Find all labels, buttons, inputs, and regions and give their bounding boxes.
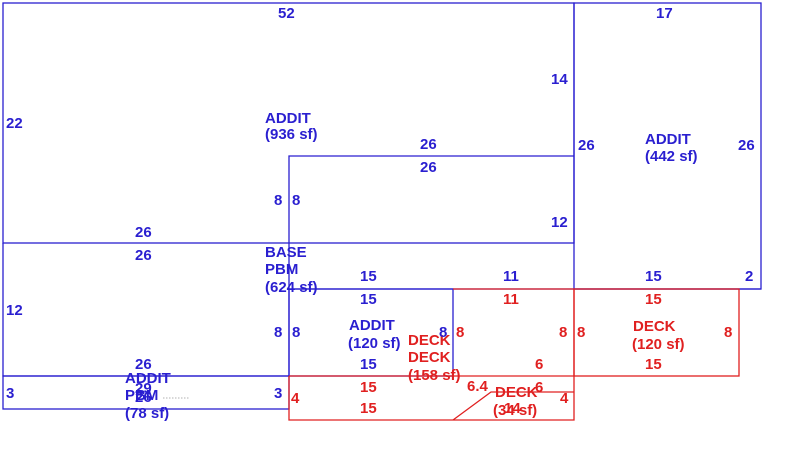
dim-deck-6b: 6 (535, 379, 543, 396)
addit-bottom-name-1: ADDIT (125, 370, 171, 387)
addit-bottom-area: (78 sf) (125, 405, 169, 422)
base-name-2: PBM (265, 261, 298, 278)
deck-right-name: DECK (633, 318, 676, 335)
dim-deck-11: 11 (503, 291, 519, 308)
base-name-1: BASE (265, 244, 307, 261)
deck-labels: DECK DECK (158 sf) DECK (120 sf) DECK (3… (408, 318, 685, 419)
dim-small-8b: 8 (292, 324, 300, 341)
inner-step-outline (288, 155, 574, 243)
dim-top-17: 17 (656, 5, 673, 22)
deck-158-area: (158 sf) (408, 367, 461, 384)
dim-deck-15b: 15 (645, 356, 662, 373)
area-labels: ADDIT (936 sf) ADDIT (442 sf) BASE PBM (… (125, 110, 698, 422)
dim-deck-15a: 15 (645, 291, 662, 308)
dim-small-8c: 8 (439, 324, 447, 341)
deck-34-name: DECK (495, 384, 538, 401)
dim-step-8b: 8 (292, 192, 300, 209)
dim-deck-8b: 8 (559, 324, 567, 341)
dim-deck-8a: 8 (456, 324, 464, 341)
dim-right-15: 15 (645, 268, 662, 285)
addit-small-area: (120 sf) (348, 335, 401, 352)
deck-outlines (288, 288, 740, 421)
dim-small-15b: 15 (360, 291, 377, 308)
dim-small-8a: 8 (274, 324, 282, 341)
addit-right-area: (442 sf) (645, 148, 698, 165)
addit-small-name: ADDIT (349, 317, 395, 334)
dim-right-2: 2 (745, 268, 753, 285)
dim-inner-26a: 26 (420, 136, 437, 153)
dim-bottom-26: 26 (135, 356, 152, 373)
dim-base-26a: 26 (135, 224, 152, 241)
dim-right-26a: 26 (578, 137, 595, 154)
dim-deck-8c: 8 (577, 324, 585, 341)
dim-base-26b: 26 (135, 247, 152, 264)
dim-inner-26b: 26 (420, 159, 437, 176)
dim-bottom-29: 29 (135, 380, 152, 397)
dim-deck-4b: 4 (560, 390, 569, 407)
base-area: (624 sf) (265, 279, 318, 296)
deck-158-name-2: DECK (408, 349, 451, 366)
dim-deck-6a: 6 (535, 356, 543, 373)
dim-deck-4a: 4 (291, 390, 300, 407)
dim-bottom-3b: 3 (274, 385, 282, 402)
dim-step-8a: 8 (274, 192, 282, 209)
dim-base-12: 12 (6, 302, 23, 319)
addit-main-area: (936 sf) (265, 126, 318, 143)
addit-main-name: ADDIT (265, 110, 311, 127)
dim-left-22: 22 (6, 115, 23, 132)
deck-angled-outline (452, 391, 574, 421)
dim-right-14: 14 (551, 71, 568, 88)
addit-bottom-name-2: PBM (125, 387, 158, 404)
deck-right-area: (120 sf) (632, 336, 685, 353)
dim-deck-64: 6.4 (467, 378, 489, 395)
addit-right-name: ADDIT (645, 131, 691, 148)
dim-deck-15d: 15 (360, 400, 377, 417)
dim-right-12: 12 (551, 214, 568, 231)
dim-bottom-3a: 3 (6, 385, 14, 402)
dim-small-15a: 15 (360, 268, 377, 285)
dim-mid-11: 11 (503, 268, 519, 285)
dim-deck-14: 14 (504, 400, 521, 417)
deck-158-name-1: DECK (408, 332, 451, 349)
deck-dimensions: 11 15 8 8 8 8 15 6 6 15 15 4 4 6.4 14 (291, 291, 732, 417)
structure-dimensions: 52 17 22 14 26 26 26 26 8 8 12 26 26 12 … (6, 5, 755, 406)
dim-bottom-26b: 26 (135, 389, 152, 406)
deck-34-area: (34 sf) (493, 402, 537, 419)
dim-deck-8d: 8 (724, 324, 732, 341)
deck-right-outline (573, 288, 740, 377)
dim-top-52: 52 (278, 5, 295, 22)
deck-main-outline (288, 288, 575, 421)
dim-small-15c: 15 (360, 356, 377, 373)
dim-deck-15c: 15 (360, 379, 377, 396)
dim-right-26b: 26 (738, 137, 755, 154)
